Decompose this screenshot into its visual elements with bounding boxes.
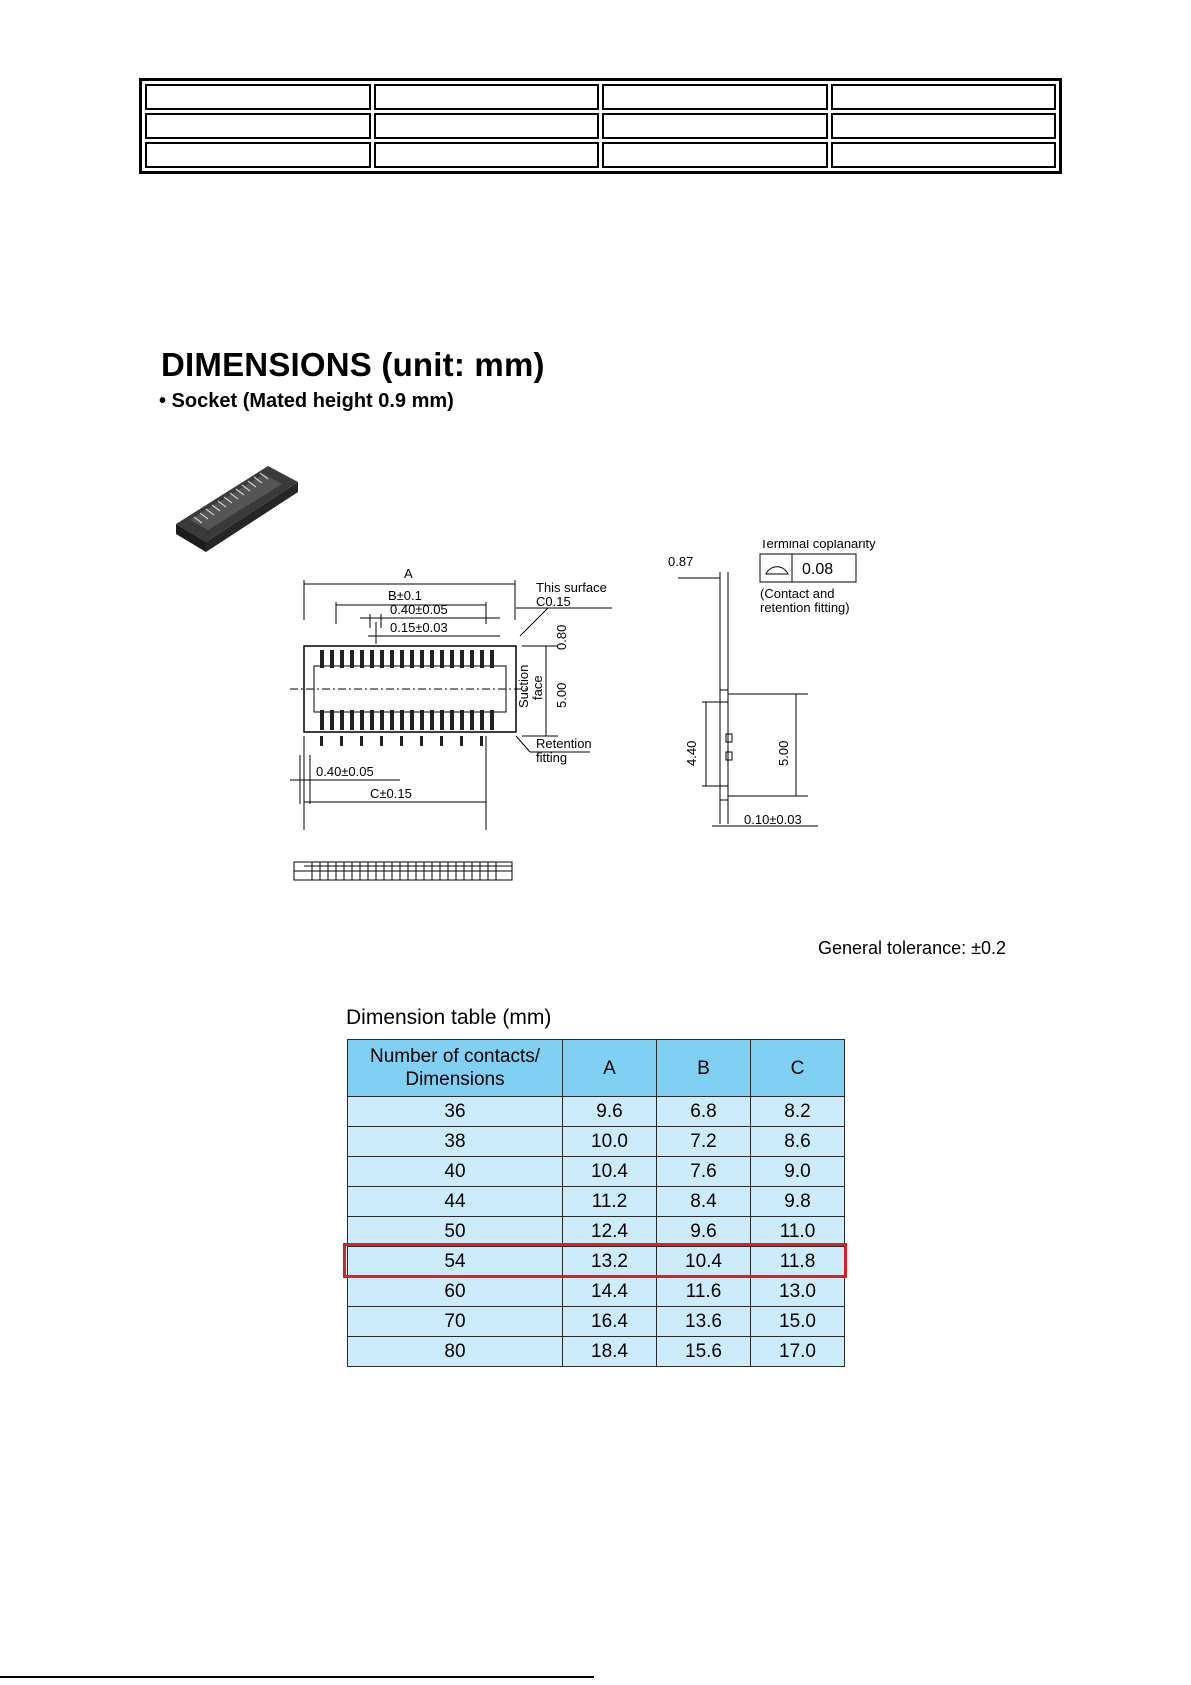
table-row: 44 11.2 8.4 9.8 [347,1186,845,1217]
cell-c: 11.8 [750,1246,845,1277]
cell-contacts: 44 [347,1186,563,1217]
cell-a: 10.4 [562,1156,657,1187]
cell-contacts: 70 [347,1306,563,1337]
cell-b: 7.2 [656,1126,751,1157]
dimensions-title: DIMENSIONS (unit: mm) [161,346,545,383]
footnote-divider [0,1676,594,1678]
label-pitch-2: 0.40±0.05 [316,764,374,779]
label-coplanarity: Terminal coplanarity [760,540,876,551]
header-table [139,78,1062,174]
label-retention-1: Retention [536,736,592,751]
table-row: 70 16.4 13.6 15.0 [347,1306,845,1337]
header-cell [145,84,371,110]
header-b: B [656,1039,751,1097]
cell-b: 8.4 [656,1186,751,1217]
cell-contacts: 60 [347,1276,563,1307]
label-c: C±0.15 [370,786,412,801]
label-surface: This surface [536,580,607,595]
cell-c: 17.0 [750,1336,845,1367]
label-080: 0.80 [554,625,569,650]
label-contact-1: (Contact and [760,586,834,601]
cell-a: 18.4 [562,1336,657,1367]
label-a: A [404,566,413,581]
cell-a: 11.2 [562,1186,657,1217]
header-cell [602,84,828,110]
header-table-row [145,84,1056,110]
table-row: 60 14.4 11.6 13.0 [347,1276,845,1307]
cell-a: 10.0 [562,1126,657,1157]
header-cell [373,113,599,139]
cell-contacts: 40 [347,1156,563,1187]
label-coplanarity-value: 0.08 [802,561,833,578]
cell-b: 6.8 [656,1096,751,1127]
table-row: 40 10.4 7.6 9.0 [347,1156,845,1187]
dimension-table-header-row: Number of contacts/ Dimensions A B C [347,1039,845,1097]
general-tolerance: General tolerance: ±0.2 [818,938,1006,958]
cell-contacts: 54 [347,1246,563,1277]
label-500: 5.00 [554,683,569,708]
header-line-2: Dimensions [405,1069,505,1090]
table-row: 36 9.6 6.8 8.2 [347,1096,845,1127]
socket-top-view-drawing: A B±0.1 0.40±0.05 0.15±0.03 This surface… [290,566,612,881]
table-row: 38 10.0 7.2 8.6 [347,1126,845,1157]
label-b: B±0.1 [388,588,422,603]
header-cell [830,113,1056,139]
header-cell [830,84,1056,110]
cell-contacts: 36 [347,1096,563,1127]
cell-a: 9.6 [562,1096,657,1127]
label-contact-2: retention fitting) [760,600,850,615]
label-010: 0.10±0.03 [744,812,802,827]
header-cell [145,113,371,139]
cell-b: 11.6 [656,1276,751,1307]
cell-contacts: 50 [347,1216,563,1247]
header-cell [373,84,599,110]
table-row: 80 18.4 15.6 17.0 [347,1336,845,1367]
header-number-of-contacts: Number of contacts/ Dimensions [347,1039,563,1097]
dimension-table-caption: Dimension table (mm) [346,1006,552,1029]
header-line-1: Number of contacts/ [369,1046,541,1067]
cell-contacts: 38 [347,1126,563,1157]
cell-c: 15.0 [750,1306,845,1337]
header-table-row [145,142,1056,168]
cell-c: 8.2 [750,1096,845,1127]
label-suction-1: Suction [516,665,531,708]
cell-c: 13.0 [750,1276,845,1307]
dimension-table: Number of contacts/ Dimensions A B C 36 … [347,1039,845,1367]
cell-b: 7.6 [656,1156,751,1187]
label-440: 4.40 [684,741,699,766]
cell-a: 16.4 [562,1306,657,1337]
cell-b: 13.6 [656,1306,751,1337]
connector-photo [176,466,298,552]
header-cell [830,142,1056,168]
label-chamfer: C0.15 [536,594,571,609]
header-a: A [562,1039,657,1097]
header-cell [145,142,371,168]
label-retention-2: fitting [536,750,567,765]
label-087: 0.87 [668,554,693,569]
cell-b: 9.6 [656,1216,751,1247]
table-row: 50 12.4 9.6 11.0 [347,1216,845,1247]
cell-a: 13.2 [562,1246,657,1277]
table-row-highlighted: 54 13.2 10.4 11.8 [347,1246,845,1277]
label-suction-2: face [530,675,545,700]
cell-c: 9.8 [750,1186,845,1217]
header-cell [602,142,828,168]
cell-c: 11.0 [750,1216,845,1247]
label-500-side: 5.00 [776,741,791,766]
label-width: 0.15±0.03 [390,620,448,635]
socket-side-view-drawing: 0.87 Terminal coplanarity 0.08 (Contact … [668,540,876,827]
cell-c: 9.0 [750,1156,845,1187]
cell-a: 14.4 [562,1276,657,1307]
cell-contacts: 80 [347,1336,563,1367]
row-54-highlight-box [343,1243,847,1278]
header-cell [373,142,599,168]
header-table-row [145,113,1056,139]
label-pitch: 0.40±0.05 [390,602,448,617]
cell-a: 12.4 [562,1216,657,1247]
socket-subtitle: • Socket (Mated height 0.9 mm) [159,390,454,412]
header-c: C [750,1039,845,1097]
header-cell [602,113,828,139]
cell-b: 15.6 [656,1336,751,1367]
cell-c: 8.6 [750,1126,845,1157]
